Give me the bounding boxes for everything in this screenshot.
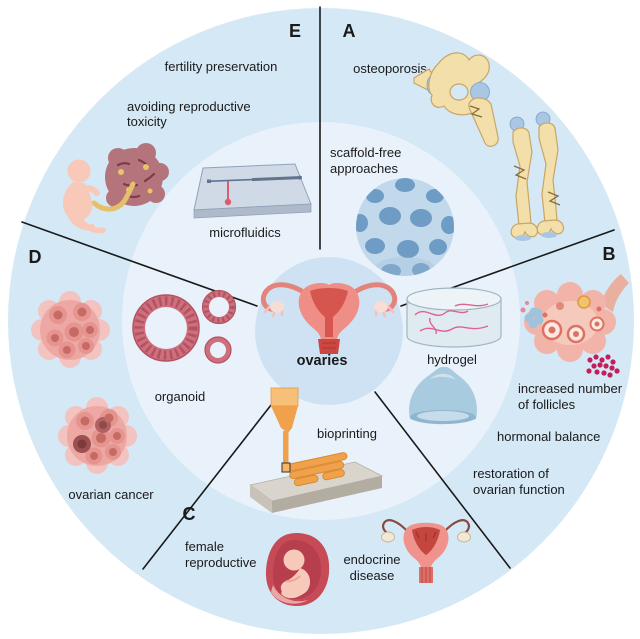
label-hydrogel: hydrogel [427, 352, 477, 367]
label-ovarian-cancer: ovarian cancer [68, 487, 154, 502]
uterus-disease-icon [381, 519, 471, 583]
label-restoration-1: restoration of [473, 466, 549, 481]
sector-letter-c: C [183, 504, 196, 524]
sector-letter-e: E [289, 21, 301, 41]
ovary-follicles-icon [520, 274, 629, 362]
label-female-reproductive-1: female [185, 539, 224, 554]
center-label: ovaries [297, 353, 348, 369]
fetus-placenta-icon [62, 143, 169, 234]
label-avoiding-toxicity-2: toxicity [127, 114, 167, 129]
fetus-in-womb-icon [265, 533, 330, 607]
label-microfluidics: microfluidics [209, 225, 281, 240]
sector-letter-b: B [603, 244, 616, 264]
organoid-rings-icon [132, 289, 237, 364]
label-hormonal-balance: hormonal balance [497, 429, 600, 444]
label-scaffold-free-2: approaches [330, 161, 398, 176]
label-restoration-2: ovarian function [473, 482, 565, 497]
oocyte-dots-icon [586, 354, 620, 378]
sector-letter-a: A [343, 21, 356, 41]
label-osteoporosis: osteoporosis [353, 61, 427, 76]
label-endocrine-disease-2: disease [350, 568, 395, 583]
divider-b-c [374, 391, 511, 569]
fractured-femur-bones-icon [509, 111, 565, 241]
label-endocrine-disease-1: endocrine [343, 552, 400, 567]
label-increased-follicles-2: of follicles [518, 397, 576, 412]
cell-spheroid-icon [356, 178, 454, 276]
label-scaffold-free-1: scaffold-free [330, 145, 401, 160]
tumor-cluster-icon [31, 291, 110, 368]
sector-letter-d: D [29, 247, 42, 267]
tumor-cluster-dark-icon [58, 397, 137, 474]
label-fertility-preservation: fertility preservation [165, 59, 278, 74]
bioprinter-icon [249, 387, 384, 513]
hydrogel-dish-icon [406, 287, 502, 348]
divider-c-d [142, 390, 283, 570]
label-increased-follicles-1: increased number [518, 381, 623, 396]
label-female-reproductive-2: reproductive [185, 555, 257, 570]
label-avoiding-toxicity-1: avoiding reproductive [127, 99, 251, 114]
label-bioprinting: bioprinting [317, 426, 377, 441]
fractured-hip-bone-icon [413, 52, 499, 147]
microfluidics-chip-icon [193, 163, 312, 219]
uterus-ovaries-icon [260, 282, 398, 354]
gel-dome-icon [409, 366, 477, 425]
label-organoid: organoid [155, 389, 206, 404]
